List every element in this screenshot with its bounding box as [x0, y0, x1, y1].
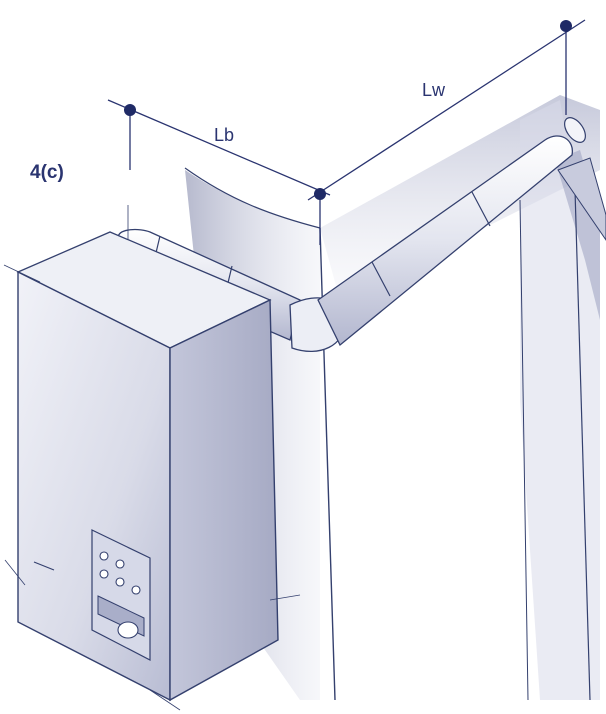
pipe-joint: [371, 261, 391, 297]
control-knob-icon: [131, 585, 141, 595]
boiler-side: [169, 298, 279, 702]
right-wall-shade: [520, 100, 600, 700]
control-knob-icon: [115, 559, 125, 569]
boiler-slot: [33, 561, 55, 571]
sketch-guide: [3, 264, 41, 283]
flue-terminal: [564, 117, 586, 143]
terminal-strap: [557, 157, 606, 241]
control-knob-icon: [117, 621, 139, 639]
dim-line-lb: [107, 99, 331, 196]
pipe-joint: [471, 191, 491, 227]
dimension-endpoint-dot: [124, 104, 136, 116]
flue-run-lw: [317, 135, 573, 347]
dimension-endpoint-dot: [560, 20, 572, 32]
dimension-label-lw: Lw: [422, 80, 446, 100]
sketch-guide: [149, 689, 181, 711]
far-right-line: [574, 189, 591, 701]
right-wall-line: [519, 199, 529, 701]
dim-line-lw: [307, 19, 586, 201]
ceiling-curve: [184, 167, 321, 229]
dimension-endpoint-dot: [314, 188, 326, 200]
sketch-guide: [269, 594, 301, 601]
control-knob-icon: [99, 569, 109, 579]
dimension-lines: Lb Lw: [107, 19, 586, 245]
control-knob-icon: [99, 551, 109, 561]
sketch-guide: [4, 559, 26, 586]
control-knob-icon: [115, 577, 125, 587]
dimension-label-lb: Lb: [214, 125, 234, 145]
boiler-unit: [3, 205, 301, 711]
figure-label: 4(c): [30, 162, 64, 183]
